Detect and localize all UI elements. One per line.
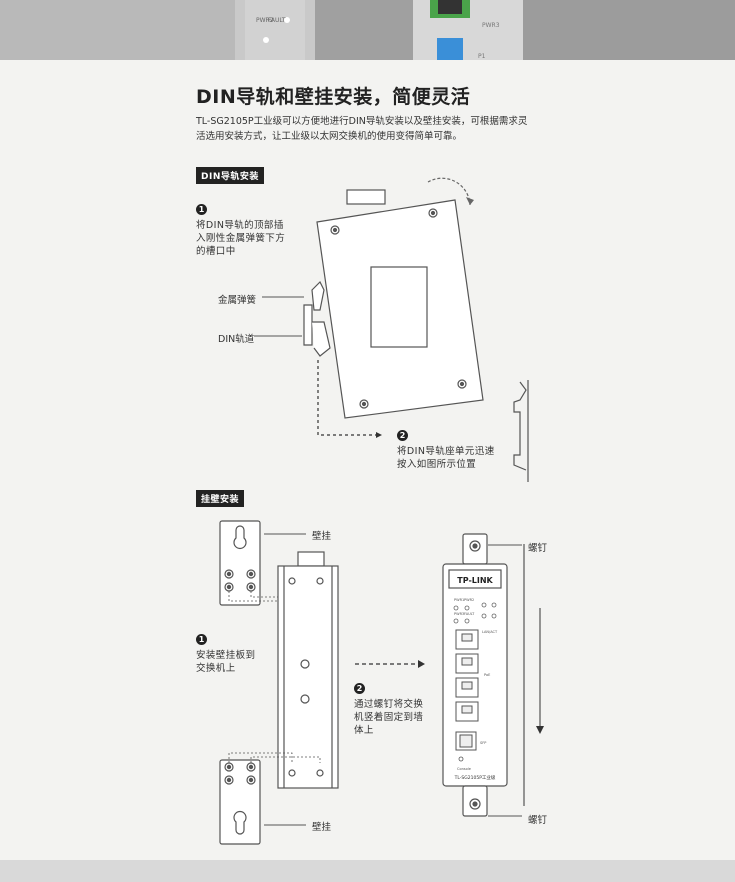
device-brand-logo: TP-LINK xyxy=(457,576,493,585)
wall-step-2-text: 通过螺钉将交换 机竖着固定到墙 体上 xyxy=(354,699,424,736)
switch-front-illustration xyxy=(442,533,508,817)
led-label-fault: FAULT xyxy=(464,612,475,616)
wall-step-1-text: 安装壁挂板到 交换机上 xyxy=(196,650,256,674)
din-rail-label: DIN轨道 xyxy=(218,334,255,345)
led-label-pwr2: PWR2 xyxy=(464,598,474,602)
strip-label-pwr3: PWR3 xyxy=(482,22,500,29)
port-label-poe: PoE xyxy=(484,673,490,677)
console-label: Console xyxy=(457,767,471,771)
installation-diagrams: TP-LINK PWR1 PWR2 PWR3 FAULT LAN/ACT PoE… xyxy=(219,177,544,845)
bottom-band xyxy=(0,860,735,882)
strip-label-fault: FAULT xyxy=(268,17,286,24)
din-step-1-text: 将DIN导轨的顶部插 入刚性金属弹簧下方 的槽口中 xyxy=(196,220,286,257)
section-title: DIN导轨和壁挂安装，简便灵活 xyxy=(196,86,471,108)
wall-step-2-number: 2 xyxy=(354,683,365,694)
wall-plate-bottom-label: 壁挂 xyxy=(312,822,332,833)
din-rail-clip-illustration xyxy=(303,280,331,357)
din-step-1-number: 1 xyxy=(196,204,207,215)
page-content: DIN导轨和壁挂安装，简便灵活 TL-SG2105P工业级可以方便地进行DIN导… xyxy=(0,60,735,860)
ethernet-ports xyxy=(455,629,479,751)
strip-label-p1: P1 xyxy=(478,53,486,60)
din-rail-mounted-illustration xyxy=(513,381,527,471)
led-label-pwr1: PWR1 xyxy=(454,598,464,602)
port-label-lan: LAN/ACT xyxy=(482,630,498,634)
din-step-2-number: 2 xyxy=(397,430,408,441)
down-arrow-icon xyxy=(536,726,544,734)
wall-step-1-number: 1 xyxy=(196,634,207,645)
din-section-label: DIN导轨安装 xyxy=(196,167,264,184)
strip-label-pwr2: PWR2 xyxy=(256,17,274,24)
product-photo: PWR2 FAULT PWR3 P1 xyxy=(0,0,735,60)
product-photo-strip: PWR2 FAULT PWR3 P1 xyxy=(0,0,735,60)
wall-plate-top-label: 壁挂 xyxy=(312,531,332,542)
wall-plate-bottom-illustration xyxy=(219,759,261,845)
metal-spring-label: 金属弹簧 xyxy=(218,295,257,306)
din-step-2-text: 将DIN导轨座单元迅速 按入如图所示位置 xyxy=(397,446,495,470)
switch-side-illustration xyxy=(277,551,339,789)
din-switch-back-illustration xyxy=(316,189,484,419)
port-label-sfp: SFP xyxy=(480,741,486,745)
wall-section-label: 挂壁安装 xyxy=(196,490,245,507)
section-description: TL-SG2105P工业级可以方便地进行DIN导轨安装以及壁挂安装，可根据需求灵… xyxy=(196,116,528,142)
screw-top-label: 螺钉 xyxy=(528,543,548,554)
device-model-label: TL-SG2105P工业级 xyxy=(454,774,496,781)
screw-bottom-label: 螺钉 xyxy=(528,815,548,826)
led-label-pwr3: PWR3 xyxy=(454,612,464,616)
wall-plate-top-illustration xyxy=(219,520,261,606)
